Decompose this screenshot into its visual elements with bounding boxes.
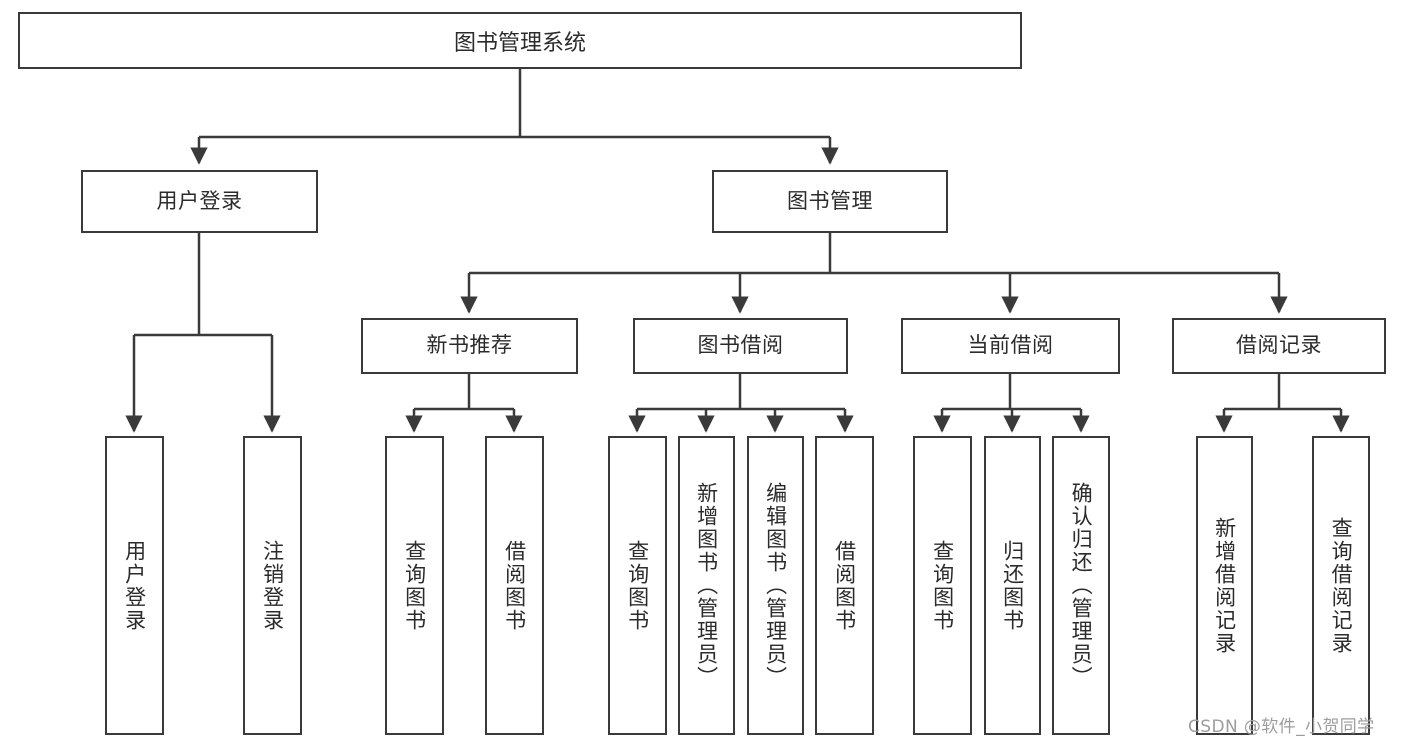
leaf-label: 用户登录 (122, 539, 147, 632)
leaf-user-login[interactable]: 用户登录 (105, 436, 164, 735)
leaf-query-book-2[interactable]: 查询图书 (608, 436, 667, 735)
leaf-edit-book[interactable]: 编辑图书（管理员） (747, 436, 804, 735)
leaf-label: 注销登录 (260, 539, 285, 632)
leaf-return-book[interactable]: 归还图书 (984, 436, 1041, 735)
leaf-borrow-book-2[interactable]: 借阅图书 (815, 436, 874, 735)
leaf-label: 归还图书 (1000, 539, 1025, 632)
leaf-label: 新增图书（管理员） (694, 482, 719, 689)
node-book-borrow[interactable]: 图书借阅 (633, 318, 848, 374)
node-current-borrow[interactable]: 当前借阅 (901, 318, 1120, 374)
node-new-book-recommend[interactable]: 新书推荐 (361, 318, 578, 374)
leaf-label: 查询图书 (930, 539, 955, 632)
leaf-label: 借阅图书 (832, 539, 857, 632)
leaf-label: 确认归还（管理员） (1069, 482, 1094, 689)
leaf-logout[interactable]: 注销登录 (243, 436, 302, 735)
leaf-label: 借阅图书 (502, 539, 527, 632)
node-label: 用户登录 (156, 188, 243, 213)
leaf-query-book-3[interactable]: 查询图书 (913, 436, 972, 735)
leaf-add-record[interactable]: 新增借阅记录 (1196, 436, 1253, 735)
leaf-query-book-1[interactable]: 查询图书 (385, 436, 444, 735)
leaf-borrow-book-1[interactable]: 借阅图书 (485, 436, 544, 735)
node-label: 新书推荐 (426, 333, 513, 358)
node-label: 借阅记录 (1236, 333, 1322, 358)
leaf-label: 查询图书 (402, 539, 427, 632)
leaf-label: 新增借阅记录 (1212, 516, 1237, 655)
node-label: 图书管理系统 (453, 30, 586, 56)
csdn-watermark: CSDN @软件_小贺同学 (1188, 717, 1375, 737)
node-root-book-management-system[interactable]: 图书管理系统 (18, 12, 1022, 69)
node-borrow-record[interactable]: 借阅记录 (1172, 318, 1386, 374)
leaf-add-book[interactable]: 新增图书（管理员） (678, 436, 735, 735)
leaf-label: 查询图书 (625, 539, 650, 632)
node-label: 图书借阅 (697, 333, 784, 358)
leaf-query-record[interactable]: 查询借阅记录 (1312, 436, 1370, 735)
node-label: 当前借阅 (967, 333, 1054, 358)
node-label: 图书管理 (787, 188, 873, 213)
node-book-management[interactable]: 图书管理 (712, 170, 948, 233)
leaf-label: 查询借阅记录 (1329, 516, 1354, 655)
leaf-label: 编辑图书（管理员） (763, 482, 788, 689)
node-user-login[interactable]: 用户登录 (81, 170, 318, 233)
leaf-confirm-return[interactable]: 确认归还（管理员） (1052, 436, 1110, 735)
